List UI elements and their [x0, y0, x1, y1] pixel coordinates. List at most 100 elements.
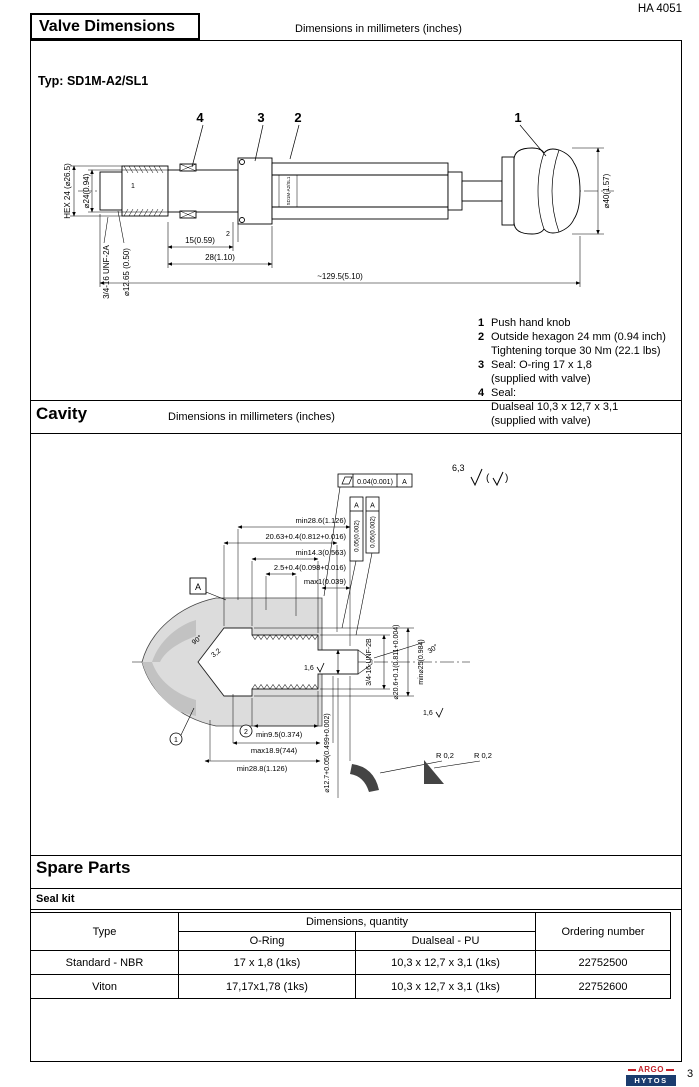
radius-a: R 0,2	[436, 751, 454, 760]
dim-min95: min9.5(0.374)	[256, 730, 303, 739]
legend-item: 2 Outside hexagon 24 mm (0.94 inch)	[478, 330, 684, 344]
cavity-units-note: Dimensions in millimeters (inches)	[168, 411, 335, 423]
dim-min143: min14.3(0.563)	[296, 548, 347, 557]
datum-a-box: A	[189, 577, 207, 595]
legend-num	[478, 400, 491, 414]
table-row: Standard - NBR 17 x 1,8 (1ks) 10,3 x 12,…	[30, 950, 672, 975]
body-label-block	[278, 174, 298, 208]
section-divider	[30, 909, 682, 910]
legend-num	[478, 344, 491, 358]
legend-num: 2	[478, 331, 485, 343]
col-header-dualseal: Dualseal - PU	[354, 931, 537, 951]
valve-hex-body	[271, 162, 449, 220]
radius-detail-2	[424, 760, 444, 784]
cell-oring: 17,17x1,78 (1ks)	[178, 974, 356, 999]
dim-2063: 20.63+0.4(0.812+0.016)	[266, 532, 347, 541]
logo-bar-left	[628, 1068, 636, 1071]
cavity-leaders	[180, 486, 481, 774]
dim-d206: ⌀20.6+0.1(0.811+0.004)	[393, 625, 400, 700]
knob-cap	[501, 156, 515, 226]
logo-hytos-text: HYTOS	[626, 1075, 676, 1086]
legend-item: Tightening torque 30 Nm (22.1 lbs)	[478, 344, 684, 358]
dim-15: 15(0.59)	[185, 236, 215, 245]
valve-body	[167, 169, 239, 213]
dim-2mm: 2	[226, 231, 230, 238]
doc-code: HA 4051	[637, 3, 682, 15]
cell-type: Standard - NBR	[30, 950, 179, 975]
dim-thread: 3/4-16 UNF-2A	[102, 244, 111, 298]
argo-hytos-logo: ARGO HYTOS	[626, 1065, 676, 1086]
valve-stub	[99, 171, 123, 211]
gdt-runout1-datum: A	[354, 503, 359, 510]
dim-d25: min⌀25(0.984)	[418, 639, 425, 684]
legend-text: Tightening torque 30 Nm (22.1 lbs)	[491, 345, 661, 357]
legend-item: 1 Push hand knob	[478, 316, 684, 330]
dim-d40: ⌀40(1.57)	[602, 173, 611, 208]
valve-flange	[237, 157, 273, 225]
cavity-drawing: 0.04(0.001) A A 0.05(0.002) A 0.05(0.002…	[132, 463, 508, 798]
section-divider	[30, 400, 682, 401]
col-header-type: Type	[30, 912, 179, 951]
legend-item: Dualseal 10,3 x 12,7 x 3,1	[478, 400, 684, 414]
dim-d24: ⌀24(0.94)	[82, 173, 91, 208]
radius-b: R 0,2	[474, 751, 492, 760]
legend-text: (supplied with valve)	[491, 373, 591, 385]
gdt-runout2-value: 0.05(0.002)	[370, 516, 377, 548]
section-divider	[30, 433, 682, 434]
surface-finish-value: 6,3	[452, 463, 465, 473]
logo-bar-right	[666, 1068, 674, 1071]
legend-text: Seal:	[491, 387, 517, 399]
hand-knob	[513, 147, 581, 235]
legend-num	[478, 414, 491, 428]
roughness-16a: 1,6	[304, 665, 314, 672]
valve-dimension-lines	[70, 147, 604, 287]
legend-text: Outside hexagon 24 mm (0.94 inch)	[491, 331, 666, 343]
valve-thread-section	[121, 165, 169, 217]
dim-28: 28(1.10)	[205, 253, 235, 262]
cavity-dimension-lines	[204, 525, 410, 763]
radius-detail-1	[350, 764, 379, 792]
flatness-symbol	[341, 476, 353, 485]
col-header-dimensions-quantity: Dimensions, quantity	[177, 912, 537, 932]
dim-d1265: ⌀12.65 (0.50)	[122, 248, 131, 296]
surface-finish-symbol	[470, 468, 483, 487]
legend-num: 3	[478, 359, 485, 371]
surface-finish-symbol	[492, 471, 504, 487]
callout-2: 2	[294, 110, 301, 125]
dim-25: 2.5+0.4(0.098+0.016)	[274, 563, 347, 572]
col-header-ordering-number: Ordering number	[535, 912, 672, 951]
cell-ordering-number: 22752500	[535, 950, 672, 975]
surface-finish-note: 6,3 ( )	[452, 463, 508, 487]
valve-step	[447, 171, 463, 211]
gdt-flatness-frame: 0.04(0.001) A	[337, 473, 413, 488]
datum-a-label: A	[195, 582, 201, 592]
circled-2: 2	[244, 729, 248, 736]
section-divider	[30, 855, 682, 856]
cavity-section-shade-upper	[152, 620, 196, 662]
type-line: Typ: SD1M-A2/SL1	[38, 74, 148, 88]
type-value: SD1M-A2/SL1	[66, 74, 149, 88]
legend-item: (supplied with valve)	[478, 414, 684, 428]
seal-kit-table: Type Dimensions, quantity Ordering numbe…	[30, 912, 672, 999]
seal-kit-label: Seal kit	[36, 893, 75, 905]
page-frame	[30, 40, 682, 1062]
gdt-runout2-datum: A	[370, 503, 375, 510]
legend-num	[478, 372, 491, 386]
section-divider	[30, 888, 682, 889]
oring-bottom	[239, 217, 245, 223]
gdt-flatness-value: 0.04(0.001)	[357, 479, 393, 486]
cell-ordering-number: 22752600	[535, 974, 672, 999]
cavity-section-title: Cavity	[36, 404, 88, 423]
gdt-runout-frame-2: A 0.05(0.002)	[365, 496, 380, 554]
circled-callouts: 1 2	[169, 724, 253, 746]
surface-finish-symbol	[435, 707, 444, 718]
angle-30: 30°	[426, 643, 439, 656]
dim-hex24: HEX 24 (⌀26.5)	[63, 163, 72, 219]
cell-oring: 17 x 1,8 (1ks)	[178, 950, 356, 975]
callout-4: 4	[196, 110, 204, 125]
spare-parts-title: Spare Parts	[36, 858, 131, 877]
dim-1mm: 1	[131, 183, 135, 190]
cavity-thread-zigzag	[251, 634, 373, 690]
dim-min288: min28.8(1.126)	[237, 764, 288, 773]
